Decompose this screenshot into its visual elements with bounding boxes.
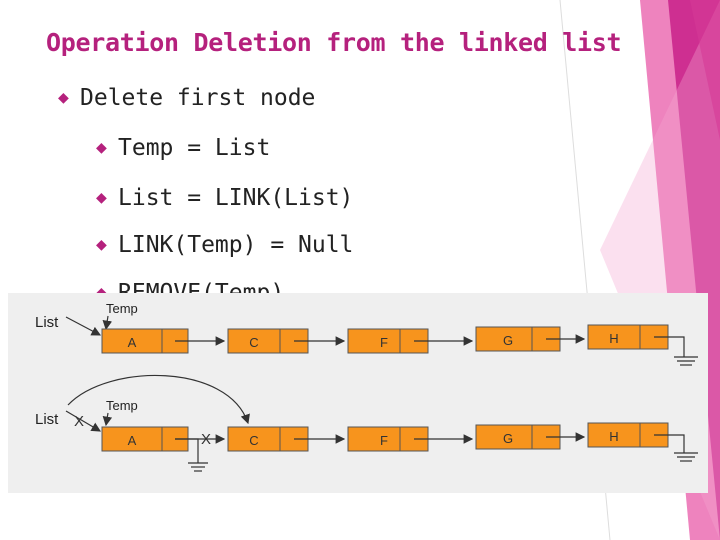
bullet-item: ◆ Temp = List xyxy=(96,135,270,161)
diamond-bullet-icon: ◆ xyxy=(96,234,107,255)
null-ground-icon xyxy=(654,434,698,462)
node-value: G xyxy=(503,431,513,446)
node-value: F xyxy=(380,433,388,448)
diagram-svg: List Temp A C F G xyxy=(35,301,698,472)
list-pointer-label: List xyxy=(35,314,59,331)
node: F xyxy=(347,328,429,354)
node: H xyxy=(587,422,669,448)
bullet-text: List = LINK(List) xyxy=(118,185,354,211)
link-cross-mark: X xyxy=(201,431,211,448)
node: A xyxy=(101,328,189,354)
bullet-text: Delete first node xyxy=(80,85,316,111)
node-value: F xyxy=(380,335,388,350)
list-pointer-label: List xyxy=(35,411,59,428)
null-ground-icon xyxy=(175,438,208,472)
bullet-item: ◆ Delete first node xyxy=(58,85,315,111)
node-value: G xyxy=(503,333,513,348)
node-value: C xyxy=(249,433,258,448)
node-value: H xyxy=(609,331,618,346)
diamond-bullet-icon: ◆ xyxy=(96,282,118,303)
node: F xyxy=(347,426,429,452)
null-ground-icon xyxy=(654,336,698,366)
node-value: H xyxy=(609,429,618,444)
node: G xyxy=(475,326,561,352)
linked-list-diagram: List Temp A C F G xyxy=(8,293,708,493)
node-value: A xyxy=(128,335,137,350)
node-value: C xyxy=(249,335,258,350)
slide-title: Operation Deletion from the linked list xyxy=(46,28,622,57)
diamond-bullet-icon: ◆ xyxy=(96,137,107,158)
node-value: A xyxy=(128,433,137,448)
bullet-text: LINK(Temp) = Null xyxy=(118,232,354,258)
bullet-item: ◆ LINK(Temp) = Null xyxy=(96,232,353,258)
diamond-bullet-icon: ◆ xyxy=(58,87,69,108)
cross-mark: X xyxy=(74,413,84,430)
diamond-bullet-icon: ◆ xyxy=(96,187,107,208)
bullet-text: Temp = List xyxy=(118,135,271,161)
temp-pointer-label: Temp xyxy=(106,301,138,316)
bullet-item: ◆ List = LINK(List) xyxy=(96,185,353,211)
temp-pointer-label: Temp xyxy=(106,398,138,413)
